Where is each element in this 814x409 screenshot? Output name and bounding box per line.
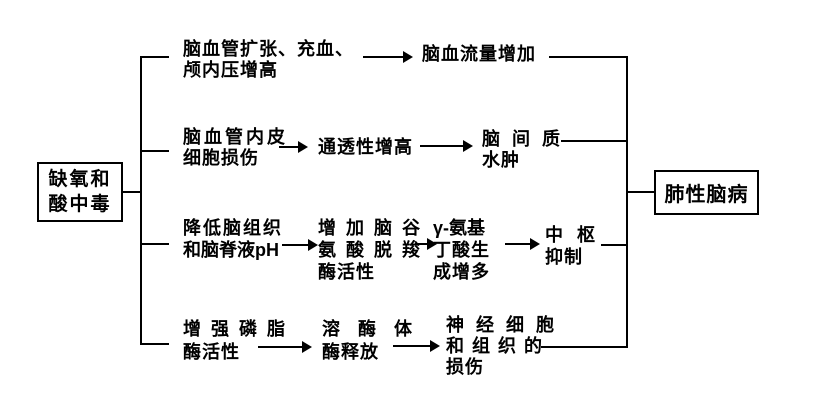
node-line: 和组织的 bbox=[446, 336, 550, 356]
node-line: 丁酸生 bbox=[433, 240, 490, 260]
node-line: 损伤 bbox=[446, 357, 484, 377]
right-merge-trunk bbox=[626, 56, 628, 348]
node-central-inhibition: 中枢 抑制 bbox=[545, 224, 609, 268]
arrow-right-icon-row2a bbox=[279, 141, 308, 153]
node-line: 酶释放 bbox=[322, 342, 379, 362]
left-branch-trunk bbox=[140, 56, 142, 345]
node-cerebral-blood-flow-increase: 脑血流量增加 bbox=[422, 44, 536, 65]
branch-stub-row2 bbox=[140, 150, 169, 152]
node-line: γ-氨基 bbox=[433, 218, 486, 238]
arrow-right-icon-row1 bbox=[363, 51, 413, 63]
node-line: 中枢 bbox=[545, 225, 609, 245]
node-line: 细胞损伤 bbox=[183, 148, 259, 168]
node-brain-tissue-csf-ph-decrease: 降低脑组织 和脑脊液pH bbox=[183, 217, 283, 261]
node-line: 脑血流量增加 bbox=[422, 44, 536, 64]
outcome-box-connector bbox=[628, 191, 654, 193]
branch-stub-row4 bbox=[140, 343, 169, 345]
node-brain-interstitial-edema: 脑间质 水肿 bbox=[482, 129, 572, 171]
node-lysosomal-enzyme-release: 溶酶体 酶释放 bbox=[322, 318, 430, 364]
node-line: 和脑脊液pH bbox=[183, 240, 279, 260]
source-box-line2: 酸中毒 bbox=[48, 194, 112, 215]
node-permeability-increase: 通透性增高 bbox=[318, 137, 413, 158]
branch-stub-row3 bbox=[140, 243, 169, 245]
node-line: 氨酸脱羧 bbox=[318, 240, 430, 260]
node-line: 抑制 bbox=[545, 247, 583, 267]
outcome-box-pulmonary-encephalopathy: 肺性脑病 bbox=[654, 170, 759, 215]
arrow-right-icon-row4a bbox=[258, 341, 312, 353]
node-line: 神经细胞 bbox=[446, 315, 566, 335]
node-line: 脑间质 bbox=[482, 129, 572, 149]
source-box-line1: 缺氧和 bbox=[48, 169, 112, 190]
node-line: 降低脑组织 bbox=[183, 218, 283, 238]
node-line: 颅内压增高 bbox=[183, 60, 278, 80]
node-line: 溶酶体 bbox=[322, 319, 430, 339]
node-line: 酶活性 bbox=[183, 342, 240, 362]
outcome-box-label: 肺性脑病 bbox=[664, 184, 749, 206]
node-line: 水肿 bbox=[482, 150, 520, 170]
node-line: 酶活性 bbox=[318, 262, 375, 282]
arrow-right-icon-row2b bbox=[420, 140, 473, 152]
node-line: 成增多 bbox=[433, 262, 490, 282]
source-box-hypoxia-acidosis: 缺氧和 酸中毒 bbox=[37, 162, 123, 222]
node-line: 通透性增高 bbox=[318, 137, 413, 157]
node-gaba-production-increase: γ-氨基 丁酸生 成增多 bbox=[433, 217, 490, 283]
node-line: 脑血管内皮 bbox=[183, 127, 288, 147]
node-endothelial-cell-injury: 脑血管内皮 细胞损伤 bbox=[183, 127, 288, 169]
merge-line-row1 bbox=[549, 56, 626, 58]
arrow-right-icon-row3b bbox=[415, 238, 437, 250]
arrow-right-icon-row4b bbox=[393, 340, 440, 352]
arrow-right-icon-row3c bbox=[505, 238, 540, 250]
merge-line-row4 bbox=[541, 346, 628, 348]
merge-line-row3 bbox=[601, 244, 626, 246]
node-line: 增加脑谷 bbox=[318, 218, 430, 238]
node-vasodilation-congestion-icp: 脑血管扩张、充血、 颅内压增高 bbox=[183, 39, 354, 81]
node-phospholipase-activity-increase: 增强磷脂 酶活性 bbox=[183, 318, 295, 364]
source-box-connector bbox=[121, 191, 140, 193]
node-line: 增强磷脂 bbox=[183, 319, 295, 339]
node-line: 脑血管扩张、充血、 bbox=[183, 39, 354, 59]
node-neuron-tissue-damage: 神经细胞 和组织的 损伤 bbox=[446, 315, 566, 378]
merge-line-row2 bbox=[561, 140, 626, 142]
node-glutamate-decarboxylase-activity-increase: 增加脑谷 氨酸脱羧 酶活性 bbox=[318, 217, 430, 283]
branch-stub-row1 bbox=[140, 56, 169, 58]
arrow-right-icon-row3a bbox=[282, 239, 318, 251]
